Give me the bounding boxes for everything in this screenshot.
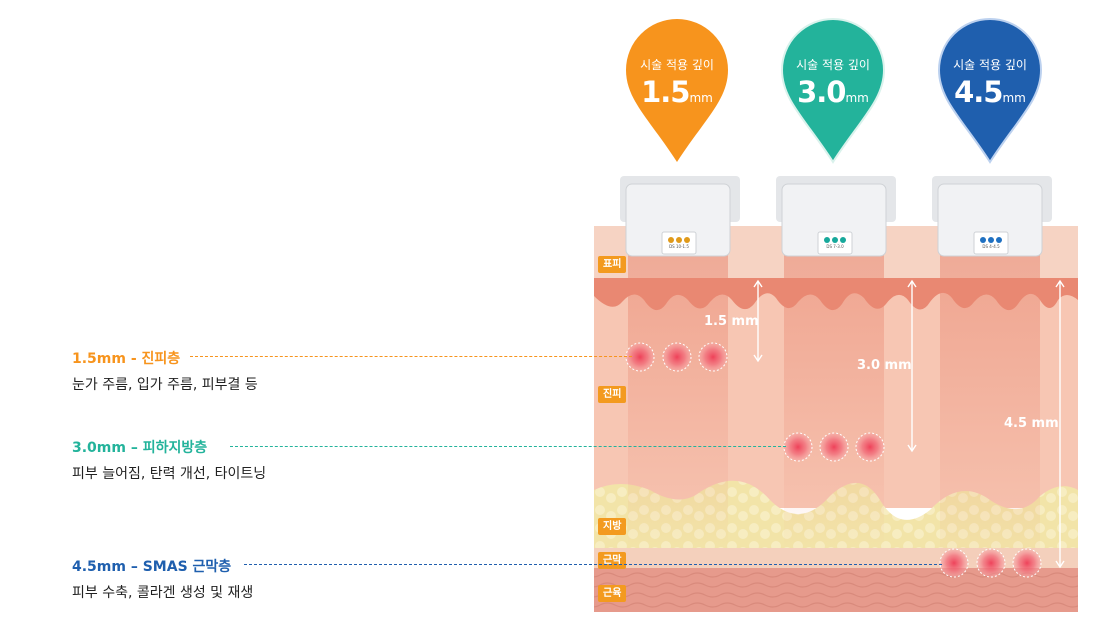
pin-unit: mm: [845, 91, 869, 105]
cartridge-model-1: DS 10-1.5: [669, 244, 689, 249]
pin-number: 1.5: [641, 75, 690, 109]
pin-number: 3.0: [797, 75, 846, 109]
target-1: 1.5mm - 진피층 눈가 주름, 입가 주름, 피부결 등: [72, 348, 258, 394]
layer-tag-fat: 지방: [598, 518, 627, 535]
depth-label-3.0: 3.0 mm: [857, 358, 912, 373]
cartridge-device-3: [932, 176, 1052, 257]
pin-unit: mm: [1002, 91, 1026, 105]
depth-label-4.5: 4.5 mm: [1004, 416, 1059, 431]
cartridge-model-3: DS 4-4.5: [982, 244, 1000, 249]
target-desc: 피부 수축, 콜라겐 생성 및 재생: [72, 585, 254, 601]
pin-text-3: 시술 적용 깊이 4.5mm: [940, 26, 1040, 109]
muscle-layer: [594, 568, 1078, 612]
target-title: 3.0mm – 피하지방층: [72, 440, 208, 456]
leader-line-1: [190, 356, 632, 357]
energy-beam-3: [940, 250, 1040, 570]
pin-caption: 시술 적용 깊이: [953, 58, 1027, 72]
layer-tag-muscle: 근육: [598, 585, 627, 602]
pin-unit: mm: [689, 91, 713, 105]
layer-tag-dermis: 진피: [598, 386, 627, 403]
layer-tag-epidermis: 표피: [598, 256, 627, 273]
leader-line-2: [230, 446, 786, 447]
depth-label-1.5: 1.5 mm: [704, 314, 759, 329]
target-desc: 눈가 주름, 입가 주름, 피부결 등: [72, 377, 258, 393]
cartridge-device-2: [776, 176, 896, 257]
pin-value: 4.5mm: [940, 75, 1040, 109]
target-desc: 피부 늘어짐, 탄력 개선, 타이트닝: [72, 466, 267, 482]
focal-spots-3.0: [783, 432, 885, 462]
pin-value: 1.5mm: [627, 75, 727, 109]
pin-text-2: 시술 적용 깊이 3.0mm: [783, 26, 883, 109]
pin-value: 3.0mm: [783, 75, 883, 109]
target-title: 4.5mm – SMAS 근막층: [72, 559, 232, 575]
energy-beam-1: [628, 250, 728, 550]
energy-beam-2: [784, 250, 884, 550]
pin-marker-3: [937, 18, 1043, 164]
focal-spots-1.5: [625, 342, 728, 372]
target-2: 3.0mm – 피하지방층 피부 늘어짐, 탄력 개선, 타이트닝: [72, 437, 266, 483]
target-3: 4.5mm – SMAS 근막층 피부 수축, 콜라겐 생성 및 재생: [72, 556, 253, 602]
pin-text-1: 시술 적용 깊이 1.5mm: [627, 26, 727, 109]
cartridge-model-2: DS 7-3.0: [826, 244, 844, 249]
pin-number: 4.5: [954, 75, 1003, 109]
pin-caption: 시술 적용 깊이: [796, 58, 870, 72]
depth-arrows: [753, 279, 1065, 569]
cartridge-device-1: [620, 176, 740, 257]
target-title: 1.5mm - 진피층: [72, 351, 181, 367]
pin-caption: 시술 적용 깊이: [640, 58, 714, 72]
pin-marker-2: [780, 18, 886, 164]
pin-marker-1: [626, 19, 728, 162]
focal-spots-4.5: [939, 548, 1042, 578]
layer-tag-fascia: 근막: [598, 552, 627, 569]
leader-line-3: [244, 564, 942, 565]
